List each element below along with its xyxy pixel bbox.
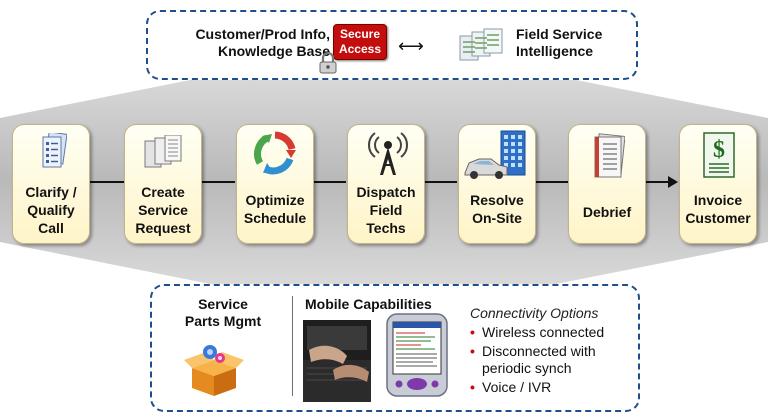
connector-line xyxy=(422,181,457,183)
section-divider xyxy=(292,296,293,396)
car-building-icon xyxy=(464,130,526,179)
cycle-arrows-icon xyxy=(254,131,296,175)
pda-device-icon xyxy=(386,313,448,397)
top-info-panel xyxy=(146,10,638,80)
connector-line xyxy=(533,181,568,183)
step-optimize-schedule: Optimize Schedule xyxy=(236,124,314,244)
list-item: Disconnected with periodic synch xyxy=(470,343,638,377)
secure-access-badge: Secure Access xyxy=(333,24,387,60)
mobile-capabilities-title: Mobile Capabilities xyxy=(305,296,432,312)
step-clarify-qualify-call: Clarify / Qualify Call xyxy=(12,124,90,244)
step-dispatch-field-techs: Dispatch Field Techs xyxy=(347,124,425,244)
connectivity-options-list: Wireless connected Disconnected with per… xyxy=(470,324,638,398)
connectivity-options-title: Connectivity Options xyxy=(470,305,599,321)
svg-text:$: $ xyxy=(713,137,725,163)
customer-prod-info-label: Customer/Prod Info, Knowledge Base xyxy=(195,26,330,59)
radio-tower-icon xyxy=(368,132,408,175)
document-stack-icon xyxy=(459,28,503,61)
padlock-icon xyxy=(319,52,337,74)
connector-line xyxy=(89,181,124,183)
dollar-document-icon: $ xyxy=(703,132,735,178)
connector-line xyxy=(200,181,235,183)
connector-line xyxy=(644,181,672,183)
list-item: Wireless connected xyxy=(470,324,638,341)
step-debrief: Debrief xyxy=(568,124,646,244)
arrowhead-icon xyxy=(668,176,678,188)
step-create-service-request: Create Service Request xyxy=(124,124,202,244)
service-parts-mgmt-label: Service Parts Mgmt xyxy=(184,296,262,329)
step-resolve-on-site: Resolve On-Site xyxy=(458,124,536,244)
list-document-icon xyxy=(42,133,67,168)
laptop-typing-photo xyxy=(303,320,371,402)
connector-line xyxy=(311,181,346,183)
list-item: Voice / IVR xyxy=(470,379,638,396)
checklist-document-icon xyxy=(594,133,625,178)
forms-stack-icon xyxy=(144,135,182,168)
bidirectional-arrow-icon: ⟷ xyxy=(398,36,424,56)
step-invoice-customer: $ Invoice Customer xyxy=(679,124,757,244)
parts-box-gear-icon xyxy=(184,345,244,396)
field-service-intelligence-label: Field Service Intelligence xyxy=(516,26,603,59)
